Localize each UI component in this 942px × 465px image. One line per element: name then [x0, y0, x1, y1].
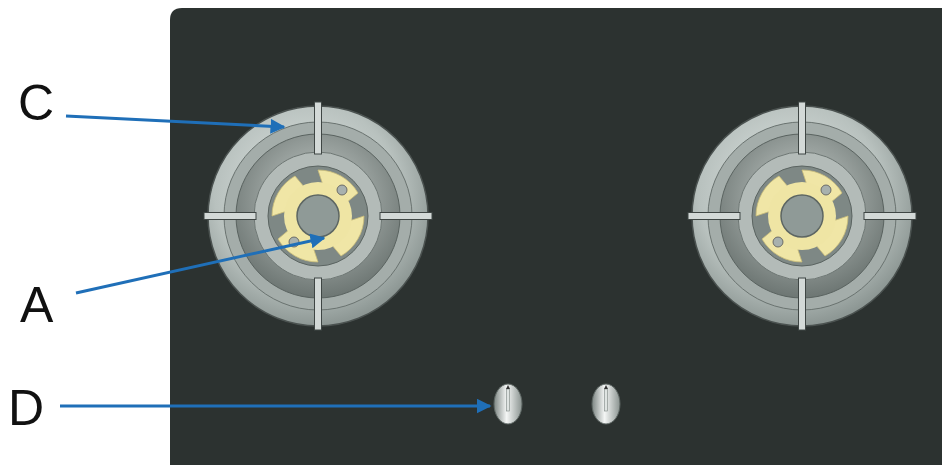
callout-letter: A [20, 280, 53, 330]
callout-letter: D [8, 383, 44, 433]
callout-letter: C [18, 78, 54, 128]
leader-line [66, 116, 284, 127]
glass-panel [170, 8, 942, 465]
leader-line [60, 405, 490, 408]
leader-line [76, 238, 324, 293]
right-knob [592, 384, 620, 424]
right-burner [688, 102, 916, 330]
left-burner [204, 102, 432, 330]
left-knob [494, 384, 522, 424]
